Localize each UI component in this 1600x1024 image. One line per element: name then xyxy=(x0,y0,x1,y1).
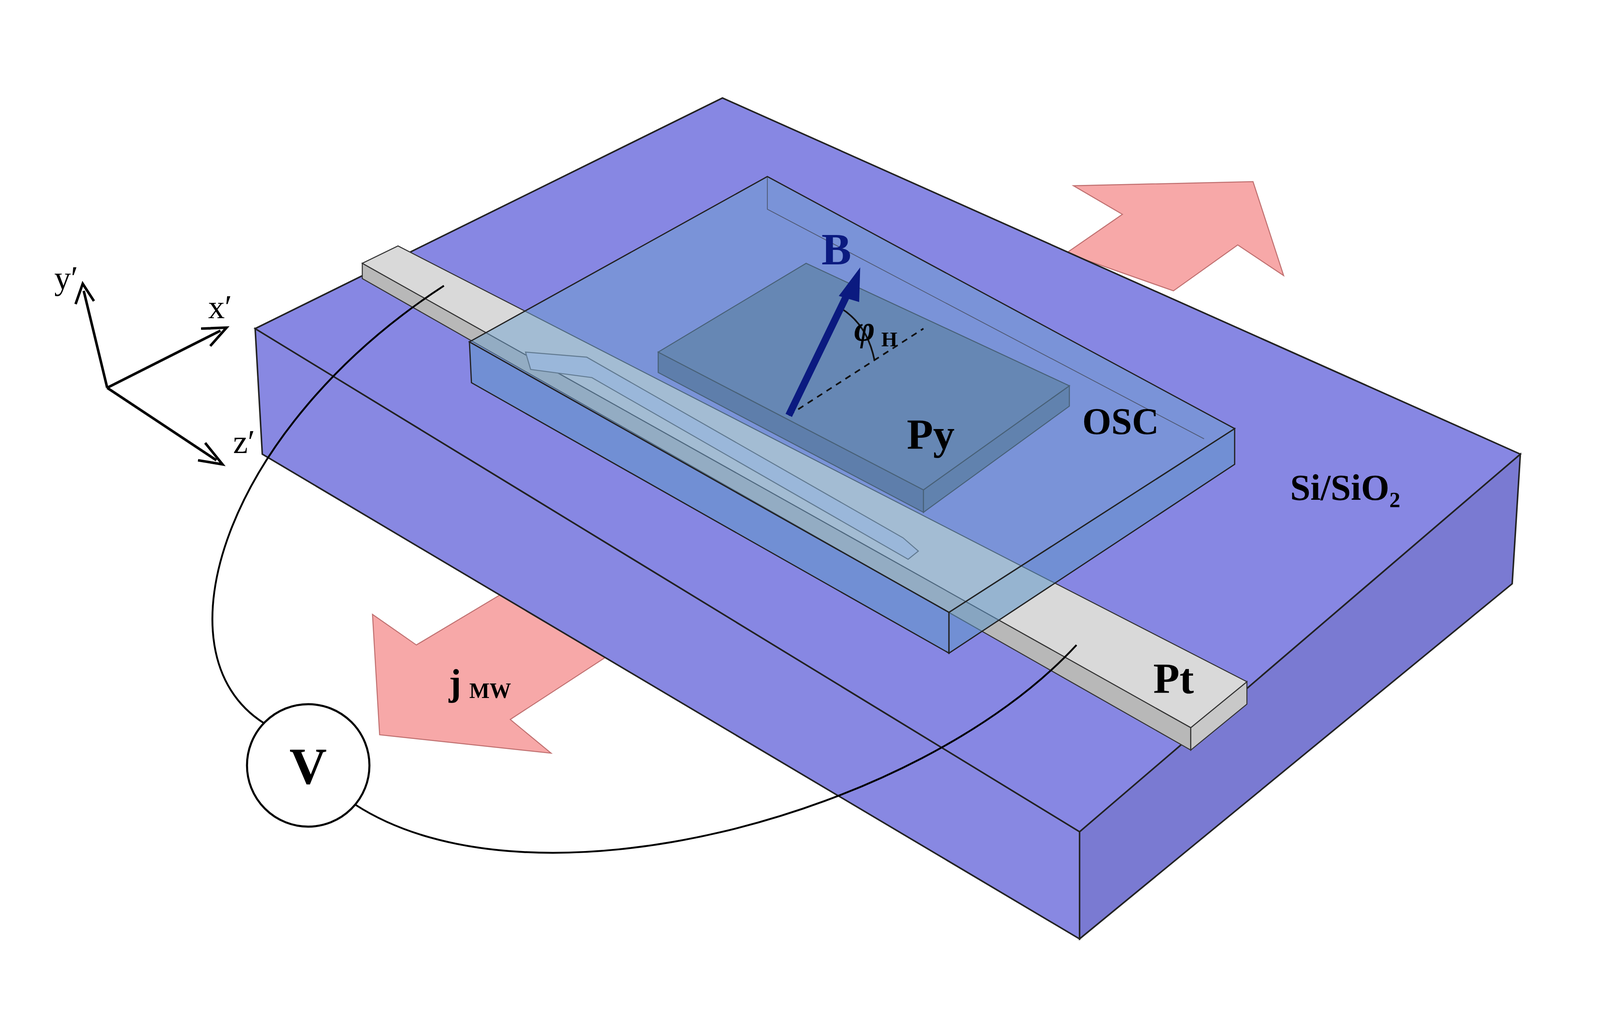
osc-top-face xyxy=(469,176,1235,613)
angle-subscript: H xyxy=(881,328,898,350)
voltmeter: V xyxy=(246,704,370,827)
angle-label: φ xyxy=(854,310,875,347)
axis-label: x′ xyxy=(208,290,233,324)
field-label: B xyxy=(821,227,852,272)
node-label: Pt xyxy=(1153,656,1194,700)
pt-strip: Pt xyxy=(362,245,1248,727)
node-label: V xyxy=(289,740,327,793)
substrate: Si/SiO₂ OSC PyPt xyxy=(255,98,1521,939)
node-label: OSC xyxy=(1082,402,1159,441)
axis-label: z′ xyxy=(232,425,255,459)
substrate-top-face xyxy=(255,98,1521,832)
py-layer: Py xyxy=(658,263,1070,513)
current-label: j xyxy=(448,663,462,702)
coordinate-axes xyxy=(75,283,227,465)
voltmeter-circle xyxy=(246,704,370,827)
osc-inner-edge xyxy=(767,176,1205,439)
field-arrow xyxy=(788,290,850,416)
node-label: Si/SiO₂ xyxy=(1290,469,1401,506)
axis-label: y′ xyxy=(54,261,79,295)
current-subscript: MW xyxy=(469,680,511,702)
wire xyxy=(212,285,444,724)
node-label: Py xyxy=(906,412,955,456)
wire xyxy=(355,644,1077,853)
field-arrowhead xyxy=(838,267,861,302)
osc-layer: OSC Py xyxy=(469,176,1235,654)
